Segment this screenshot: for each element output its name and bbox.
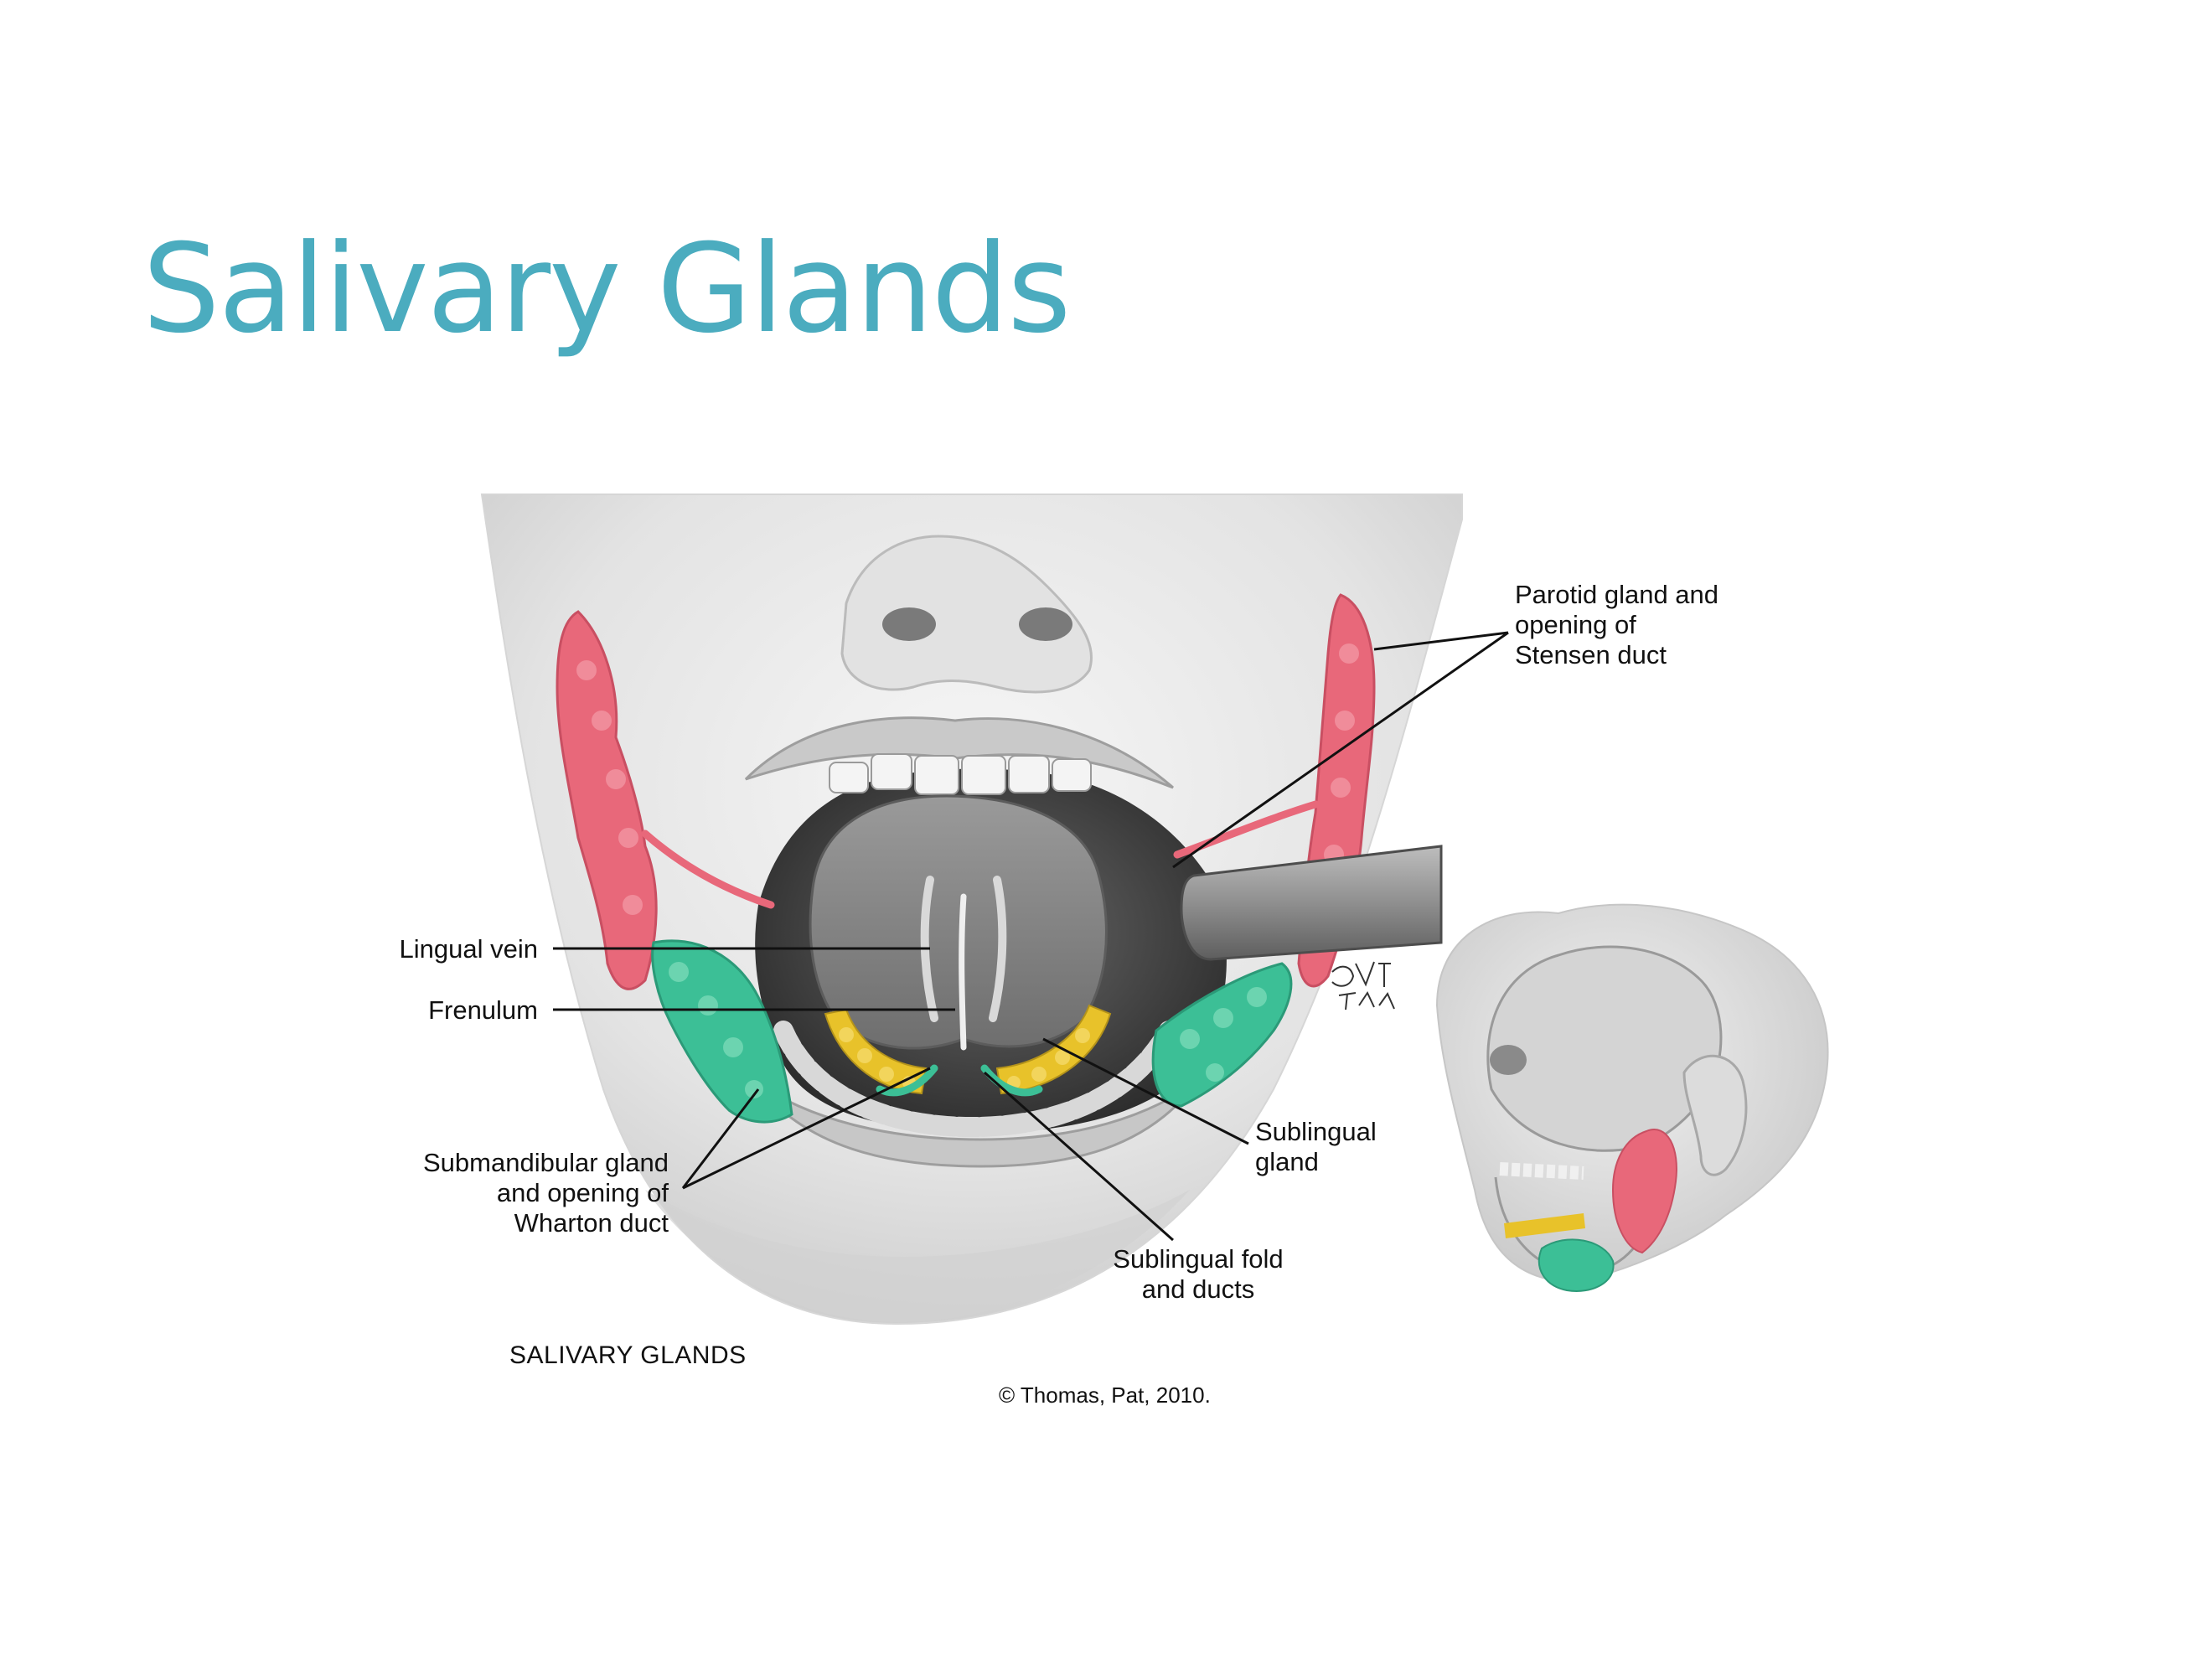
sublingual-gland-shape xyxy=(824,1004,1112,1095)
skull-teeth xyxy=(1499,1162,1584,1180)
label-parotid-gland: Parotid gland and opening of Stensen duc… xyxy=(1515,580,1719,669)
leader-sublingual-gland xyxy=(1042,1037,1249,1145)
label-lingual-vein: Lingual vein xyxy=(399,934,538,964)
copyright-notice: © Thomas, Pat, 2010. xyxy=(999,1382,1211,1408)
eye-socket xyxy=(1490,1045,1527,1075)
leader-sublingual-fold xyxy=(984,1071,1174,1242)
figure-caption: SALIVARY GLANDS xyxy=(509,1341,747,1369)
label-sublingual-gland: Sublingual gland xyxy=(1255,1117,1377,1176)
side-head-inset xyxy=(1435,903,1829,1292)
upper-teeth xyxy=(829,753,1092,795)
inset-parotid xyxy=(1611,1129,1677,1254)
label-sublingual-fold: Sublingual fold and ducts xyxy=(1113,1244,1284,1304)
submandibular-gland-shape xyxy=(651,939,1293,1124)
leader-submandibular xyxy=(681,1067,931,1190)
artist-signature xyxy=(1331,961,1395,1010)
leader-lines xyxy=(553,631,1509,1242)
label-frenulum: Frenulum xyxy=(428,995,538,1025)
lower-teeth-arch xyxy=(773,1021,1179,1138)
skull xyxy=(1486,945,1723,1152)
lingual-vein-right xyxy=(989,876,1007,1022)
ear xyxy=(1682,1054,1748,1176)
leader-parotid xyxy=(1172,631,1509,869)
label-submandibular-gland: Submandibular gland and opening of Whart… xyxy=(423,1148,669,1238)
nose xyxy=(840,535,1093,694)
main-face xyxy=(480,494,1463,1326)
slide-title: Salivary Glands xyxy=(142,218,1071,360)
frenulum-shape xyxy=(959,893,967,1051)
retractor-instrument xyxy=(1180,845,1443,961)
chin-shadow xyxy=(645,1190,1190,1323)
stensen-duct xyxy=(641,800,1320,909)
inset-sublingual xyxy=(1504,1213,1585,1238)
inset-submandibular xyxy=(1538,1238,1615,1292)
